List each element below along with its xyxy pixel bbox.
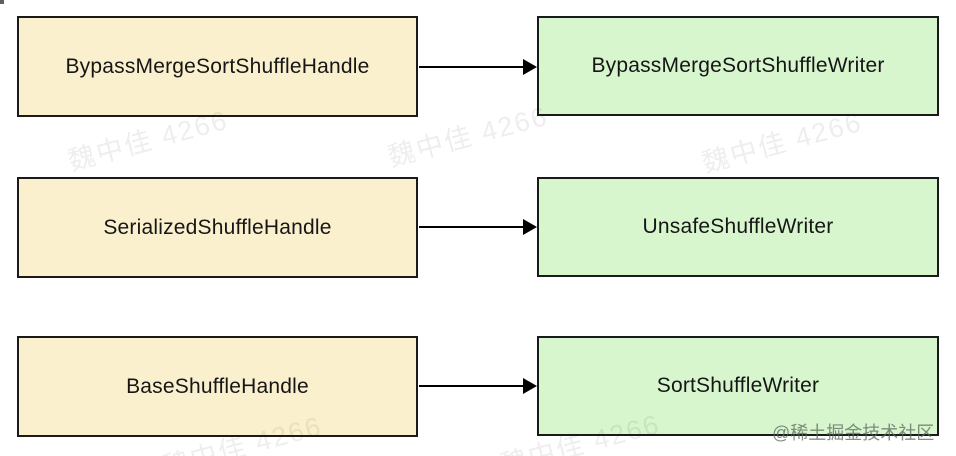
arrow-connector xyxy=(419,59,537,75)
handle-label: SerializedShuffleHandle xyxy=(103,215,332,239)
corner-artifact xyxy=(0,0,4,4)
arrowhead-icon xyxy=(523,59,537,75)
writer-label: UnsafeShuffleWriter xyxy=(642,215,834,238)
arrow-line xyxy=(419,226,523,228)
writer-label: BypassMergeSortShuffleWriter xyxy=(591,54,885,77)
arrow-line xyxy=(419,385,523,387)
arrow-line xyxy=(419,66,523,68)
writer-box-bypass-merge-sort: BypassMergeSortShuffleWriter xyxy=(537,16,939,116)
writer-label: SortShuffleWriter xyxy=(656,374,820,397)
arrowhead-icon xyxy=(523,378,537,394)
handle-box-serialized: SerializedShuffleHandle xyxy=(17,177,418,278)
handle-box-base: BaseShuffleHandle xyxy=(17,336,418,437)
handle-box-bypass-merge-sort: BypassMergeSortShuffleHandle xyxy=(17,16,418,117)
handle-label: BaseShuffleHandle xyxy=(126,374,309,398)
writer-box-sort: SortShuffleWriter xyxy=(537,336,939,436)
arrow-connector xyxy=(419,219,537,235)
arrow-connector xyxy=(419,378,537,394)
writer-box-unsafe: UnsafeShuffleWriter xyxy=(537,177,939,277)
arrowhead-icon xyxy=(523,219,537,235)
handle-label: BypassMergeSortShuffleHandle xyxy=(65,54,370,78)
